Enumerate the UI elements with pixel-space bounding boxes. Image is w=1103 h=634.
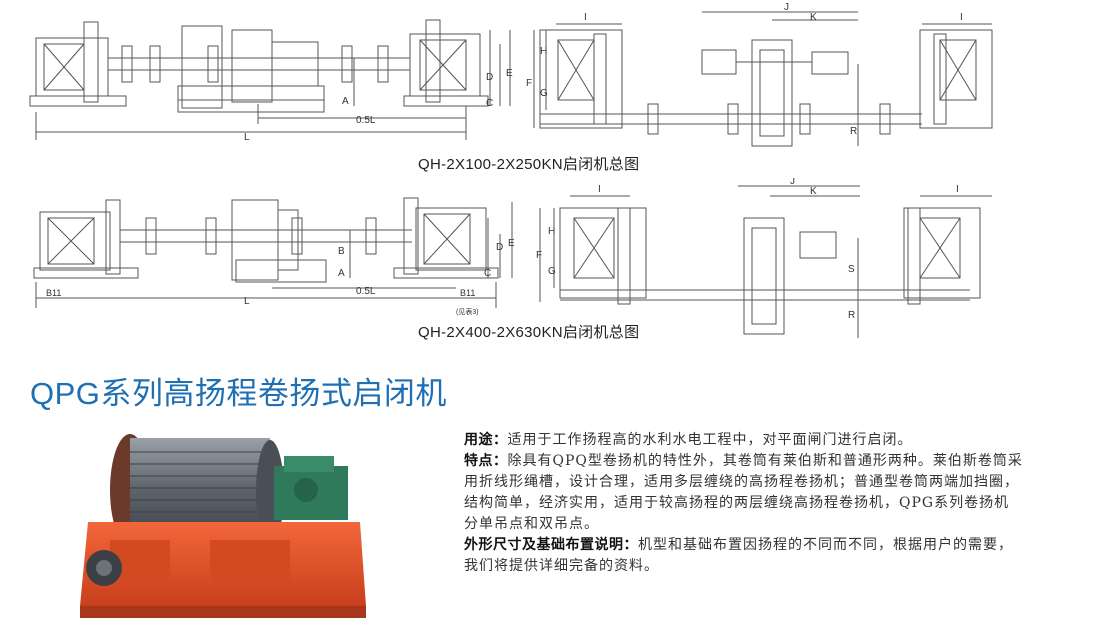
dim-G-label: G (540, 88, 548, 99)
dim2-E-label: E (508, 238, 515, 249)
dim2-K-label: K (810, 186, 817, 197)
dim-H-label: H (540, 46, 547, 57)
dim-I-right-label: I (960, 12, 963, 23)
usage-label: 用途： (464, 432, 508, 448)
features-paragraph: 特点：除具有QPQ型卷扬机的特性外，其卷筒有莱伯斯和普通形两种。莱伯斯卷筒采用折… (464, 451, 1024, 535)
drawing-1-svg: L 0.5L A C D E F G H I J K I R (29, 2, 993, 147)
features-text: 除具有QPQ型卷扬机的特性外，其卷筒有莱伯斯和普通形两种。莱伯斯卷筒采用折线形绳… (464, 453, 1023, 532)
dim2-G-label: G (548, 266, 556, 277)
dim2-C-label: C (484, 268, 491, 279)
dim-R-label: R (850, 126, 857, 137)
drawing-1-caption: QH-2X100-2X250KN启闭机总图 (418, 156, 640, 173)
dim2-half-L-label: 0.5L (356, 286, 376, 297)
dim2-see-table-label: (见表3) (456, 307, 479, 316)
dim2-I-label: I (598, 184, 601, 195)
dim-A-label: A (342, 96, 349, 107)
section-title: QPG系列高扬程卷扬式启闭机 (30, 376, 447, 411)
dim-D-label: D (486, 72, 493, 83)
drawing-2-svg: L 0.5L A B C D E F G H I J K I S R B11 B… (33, 178, 992, 338)
dim2-J-label: J (790, 178, 795, 187)
dims-paragraph: 外形尺寸及基础布置说明：机型和基础布置因扬程的不同而不同，根据用户的需要，我们将… (464, 535, 1024, 577)
usage-text: 适用于工作扬程高的水利水电工程中，对平面闸门进行启闭。 (507, 432, 913, 448)
features-label: 特点： (464, 453, 508, 469)
dim2-A-label: A (338, 268, 345, 279)
dim-F-label: F (526, 78, 532, 89)
dim-I-label: I (584, 12, 587, 23)
dim-half-L-label: 0.5L (356, 115, 376, 126)
product-photo (80, 434, 366, 618)
dim2-S-label: S (848, 264, 855, 275)
drawing-2-caption: QH-2X400-2X630KN启闭机总图 (418, 324, 640, 341)
dim-E-label: E (506, 68, 513, 79)
dim2-B11-right-label: B11 (460, 288, 475, 298)
dim2-F-label: F (536, 250, 542, 261)
dim-K-label: K (810, 12, 817, 23)
dim2-R-label: R (848, 310, 855, 321)
description-block: 用途：适用于工作扬程高的水利水电工程中，对平面闸门进行启闭。 特点：除具有QPQ… (464, 430, 1024, 577)
dim2-B11-left-label: B11 (46, 288, 61, 298)
dim-C-label: C (486, 98, 493, 109)
dim-L-label: L (244, 132, 250, 143)
usage-paragraph: 用途：适用于工作扬程高的水利水电工程中，对平面闸门进行启闭。 (464, 430, 1024, 451)
dim2-D-label: D (496, 242, 503, 253)
dims-label: 外形尺寸及基础布置说明： (464, 537, 638, 553)
dim-J-label: J (784, 2, 789, 13)
dim2-B-label: B (338, 246, 345, 257)
dim2-L-label: L (244, 296, 250, 307)
dim2-H-label: H (548, 226, 555, 237)
dims-text: 机型和基础布置因扬程的不同而不同，根据用户的需要，我们将提供详细完备的资料。 (464, 537, 1013, 574)
dim2-I-right-label: I (956, 184, 959, 195)
